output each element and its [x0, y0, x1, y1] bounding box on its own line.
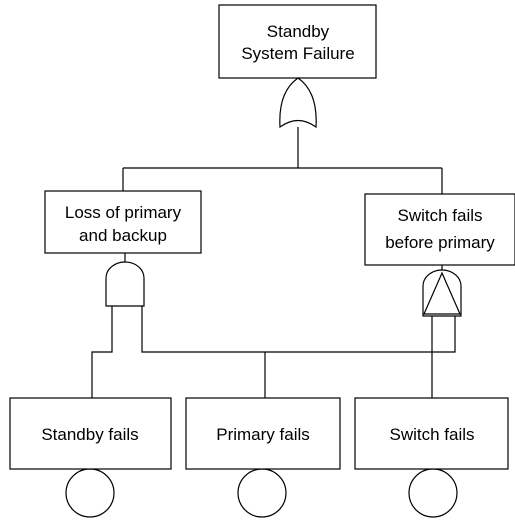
or-gate-icon — [279, 77, 317, 129]
priority-and-gate-body — [422, 269, 462, 317]
event-standby-box — [9, 397, 172, 470]
event-switch-fails-before-primary: Switch fails before primary — [364, 193, 515, 266]
event-primary-label: Primary fails — [216, 425, 310, 444]
basic-event-circle-standby — [65, 468, 115, 518]
event-loss-of-primary-and-backup: Loss of primary and backup — [44, 190, 202, 254]
event-switch-before-box — [364, 193, 515, 266]
event-standby-label: Standby fails — [41, 425, 138, 444]
event-primary-box — [185, 397, 341, 470]
priority-and-gate-icon — [422, 269, 462, 317]
event-switch-box — [354, 397, 509, 470]
event-top-line-1: Standby — [267, 22, 330, 41]
event-top-line-2: System Failure — [241, 44, 354, 63]
and-gate-icon — [105, 261, 145, 307]
event-loss-line-1: Loss of primary — [65, 203, 182, 222]
event-loss-box — [44, 190, 202, 254]
event-switch-before-line-2: before primary — [385, 233, 495, 252]
connectors — [91, 127, 456, 398]
event-top-box — [218, 4, 377, 79]
basic-event-circle-switch — [408, 468, 458, 518]
basic-event-circle-primary — [237, 468, 287, 518]
event-switch-before-line-1: Switch fails — [397, 206, 482, 225]
event-loss-line-2: and backup — [79, 226, 167, 245]
priority-and-gate-triangle — [423, 271, 461, 315]
event-standby-fails: Standby fails — [9, 397, 172, 470]
wire-and-left-to-standby — [91, 306, 113, 398]
event-switch-fails: Switch fails — [354, 397, 509, 470]
event-primary-fails: Primary fails — [185, 397, 341, 470]
event-switch-label: Switch fails — [389, 425, 474, 444]
event-top: Standby System Failure — [218, 4, 377, 79]
wire-and-right-to-bus — [141, 306, 456, 353]
